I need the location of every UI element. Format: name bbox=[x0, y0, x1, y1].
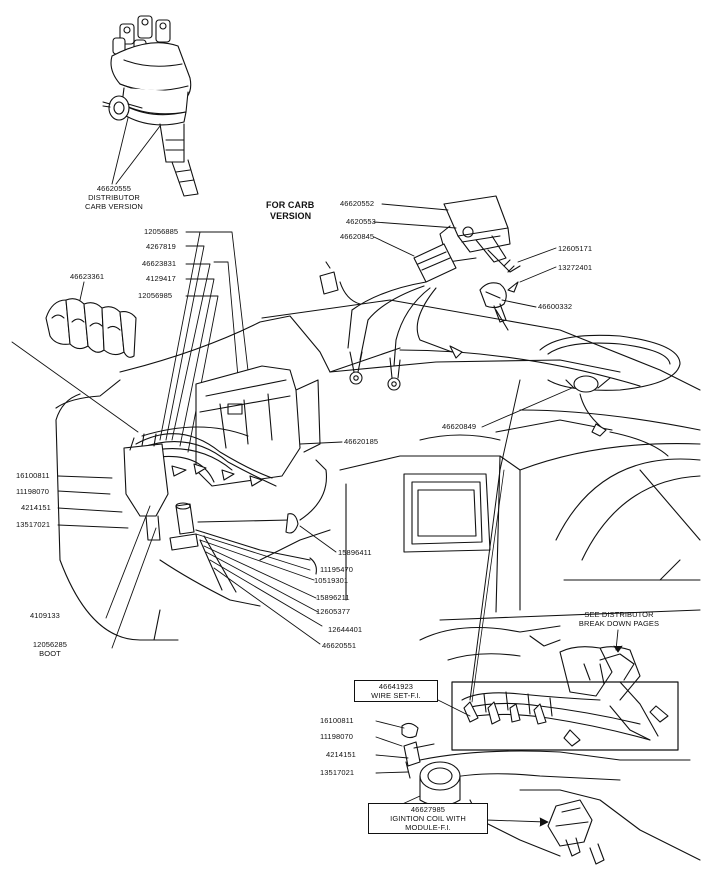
part-46623831: 46623831 bbox=[142, 259, 177, 268]
distributor-carb-desc-1: DISTRIBUTOR bbox=[88, 193, 140, 202]
see-distributor-note: SEE DISTRIBUTOR BREAK DOWN PAGES bbox=[572, 610, 666, 628]
part-46620551: 46620551 bbox=[322, 641, 357, 650]
part-46620185: 46620185 bbox=[344, 437, 379, 446]
part-4214151: 4214151 bbox=[21, 503, 51, 512]
part-13272401: 13272401 bbox=[558, 263, 593, 272]
distributor-carb-part: 46620555 bbox=[96, 184, 132, 193]
carb-module-drawing bbox=[319, 195, 521, 391]
fi-part-4214151: 4214151 bbox=[326, 750, 356, 759]
part-12056285: 12056285 bbox=[32, 640, 68, 649]
part-11198070: 11198070 bbox=[16, 487, 50, 496]
part-46620849: 46620849 bbox=[442, 422, 477, 431]
ignition-coil-text-1: IGINTION COIL WITH bbox=[390, 814, 466, 823]
fi-part-13517021: 13517021 bbox=[320, 768, 355, 777]
part-46641923: 46641923 bbox=[378, 682, 414, 691]
part-46627985: 46627985 bbox=[410, 805, 446, 814]
fi-part-16100811: 16100811 bbox=[320, 716, 354, 725]
part-10519301: 10519301 bbox=[314, 576, 349, 585]
part-12056885: 12056885 bbox=[144, 227, 179, 236]
part-4109133: 4109133 bbox=[30, 611, 60, 620]
part-12605171: 12605171 bbox=[558, 244, 593, 253]
part-4267819: 4267819 bbox=[146, 242, 176, 251]
for-carb-line-1: FOR CARB bbox=[266, 200, 315, 210]
distributor-carb-drawing bbox=[102, 15, 199, 197]
boot-text: BOOT bbox=[39, 649, 61, 658]
wire-set-fi-callout: 46641923 WIRE SET-F.I. bbox=[354, 680, 438, 702]
ignition-coil-text-2: MODULE-F.I. bbox=[405, 823, 451, 832]
wire-set-fi-text: WIRE SET-F.I. bbox=[371, 691, 421, 700]
part-46620552: 46620552 bbox=[340, 199, 375, 208]
for-carb-label: FOR CARB VERSION bbox=[266, 200, 314, 222]
for-carb-line-2: VERSION bbox=[270, 211, 312, 221]
part-11195470: 11195470 bbox=[320, 565, 354, 574]
fi-engine-drawing bbox=[401, 609, 701, 865]
steering-wheel-drawing bbox=[539, 334, 681, 457]
fi-part-11198070: 11198070 bbox=[320, 732, 354, 741]
ignition-coil-callout: 46627985 IGINTION COIL WITH MODULE-F.I. bbox=[368, 803, 488, 834]
distributor-carb-desc-2: CARB VERSION bbox=[85, 202, 143, 211]
part-46623361: 46623361 bbox=[70, 272, 105, 281]
part-12056985: 12056985 bbox=[138, 291, 173, 300]
see-distributor-line-1: SEE DISTRIBUTOR bbox=[584, 610, 654, 619]
engine-bay-drawing bbox=[55, 315, 401, 641]
part-46620845: 46620845 bbox=[340, 232, 375, 241]
part-16100811: 16100811 bbox=[16, 471, 50, 480]
part-13517021: 13517021 bbox=[16, 520, 51, 529]
part-4620553: 4620553 bbox=[346, 217, 376, 226]
part-15896411: 15896411 bbox=[338, 548, 372, 557]
see-distributor-line-2: BREAK DOWN PAGES bbox=[578, 619, 660, 628]
boot-label: 12056285 BOOT bbox=[26, 640, 74, 658]
part-15896211: 15896211 bbox=[316, 593, 350, 602]
part-46600332: 46600332 bbox=[538, 302, 573, 311]
wire-boots-drawing bbox=[45, 281, 137, 358]
part-4129417: 4129417 bbox=[146, 274, 176, 283]
distributor-carb-label: 46620555 DISTRIBUTOR CARB VERSION bbox=[74, 184, 154, 211]
part-12605377: 12605377 bbox=[316, 607, 351, 616]
part-12644401: 12644401 bbox=[328, 625, 363, 634]
